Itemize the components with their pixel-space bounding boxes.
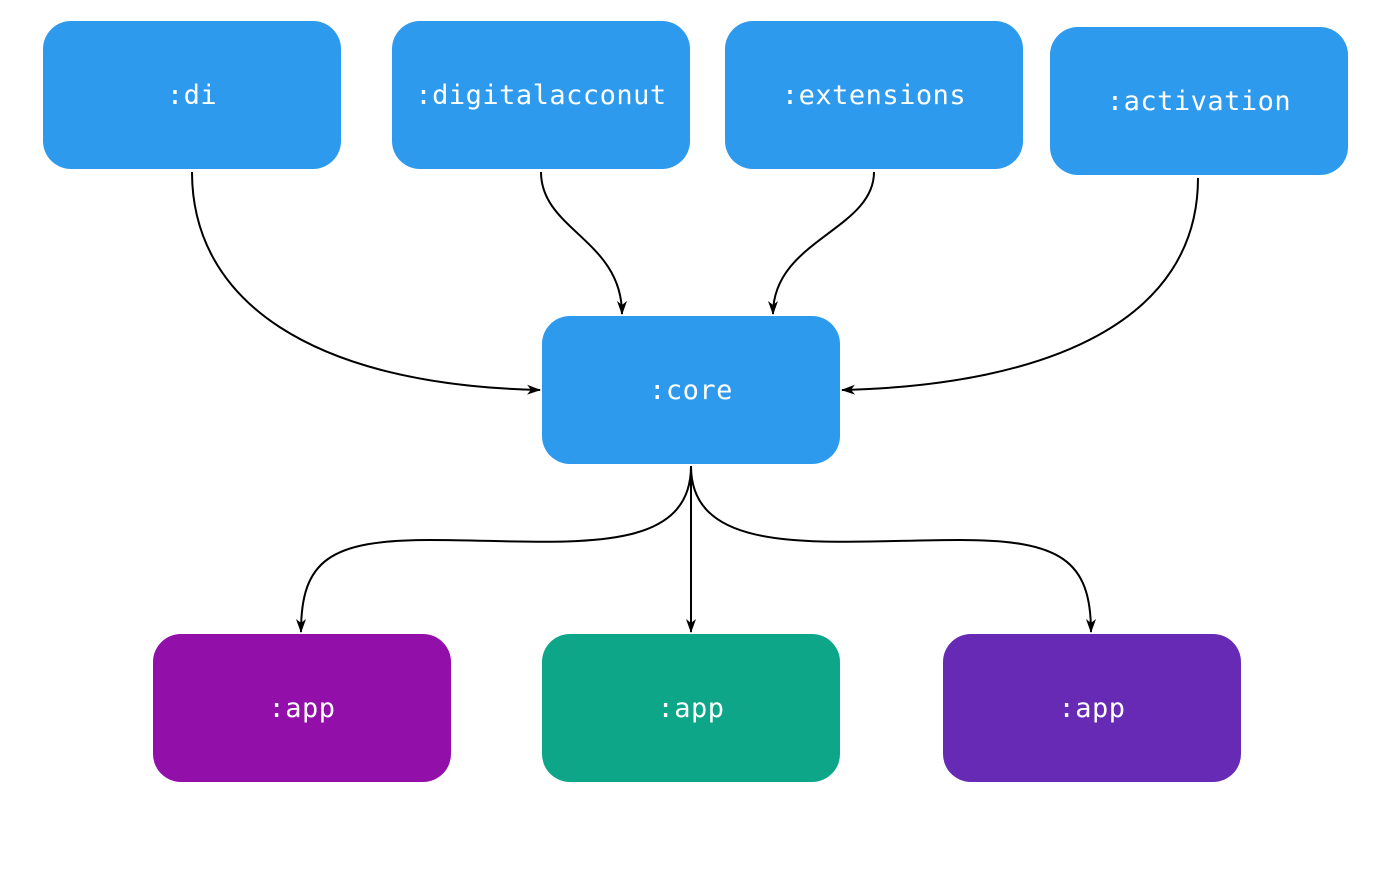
app-node-label: :app (268, 692, 336, 724)
module-node-label: :core (649, 374, 733, 406)
module-node-label: :digitalacconut (415, 79, 667, 111)
module-node-activation: :activation (1050, 27, 1348, 175)
app-node-3: :app (943, 634, 1241, 782)
module-node-label: :extensions (781, 79, 967, 111)
module-node-extensions: :extensions (725, 21, 1023, 169)
module-node-label: :activation (1106, 85, 1292, 117)
app-node-label: :app (657, 692, 725, 724)
edge-di-to-core (191, 171, 541, 395)
module-node-di: :di (43, 21, 341, 169)
app-node-2: :app (542, 634, 840, 782)
edge-activation-to-core (841, 177, 1199, 395)
module-node-digitalaccount: :digitalacconut (392, 21, 690, 169)
module-node-core: :core (542, 316, 840, 464)
edge-core-to-app-3 (690, 465, 1096, 633)
app-node-1: :app (153, 634, 451, 782)
module-node-label: :di (166, 79, 218, 111)
edge-digitalaccount-to-core (540, 171, 627, 315)
edge-extensions-to-core (768, 171, 875, 315)
app-node-label: :app (1058, 692, 1126, 724)
edge-core-to-app-1 (296, 465, 692, 633)
